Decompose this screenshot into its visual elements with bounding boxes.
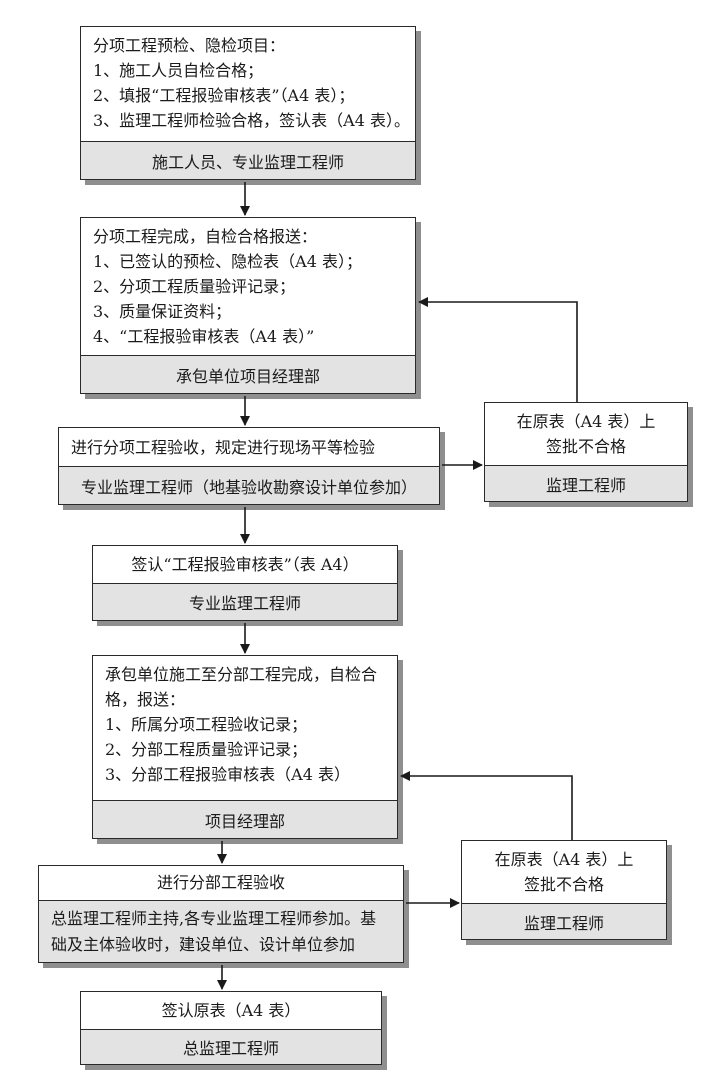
- step-box-content: 分项工程完成，自检合格报送： 1、已签认的预检、隐检表（A4 表）； 2、分项工…: [81, 218, 415, 355]
- step-box-subitem-precheck: 分项工程预检、隐检项目： 1、施工人员自检合格； 2、填报“工程报验审核表”（A…: [80, 26, 416, 180]
- step-line: 1、所属分项工程验收记录；: [105, 715, 308, 734]
- step-line: 进行分部工程验收: [156, 873, 285, 892]
- step-box-responsible: 项目经理部: [93, 800, 397, 838]
- step-line: 分项工程完成，自检合格报送：: [93, 227, 318, 246]
- step-line: 分项工程预检、隐检项目：: [93, 36, 286, 55]
- step-box-responsible: 施工人员、专业监理工程师: [81, 141, 415, 179]
- step-box-content: 进行分项工程验收，规定进行现场平等检验: [59, 428, 439, 466]
- step-line: 3、质量保证资料；: [93, 302, 232, 321]
- reject-box-content: 在原表（A4 表）上 签批不合格: [485, 403, 687, 465]
- step-box-responsible: 总监理工程师: [81, 1029, 381, 1064]
- step-box-sign-approval: 签认“工程报验审核表”（表 A4） 专业监理工程师: [92, 545, 398, 621]
- step-box-sign-original: 签认原表（A4 表） 总监理工程师: [80, 991, 382, 1065]
- step-line: 2、填报“工程报验审核表”（A4 表）；: [93, 86, 355, 105]
- step-line: 1、已签认的预检、隐检表（A4 表）；: [93, 252, 363, 271]
- reject-box-content: 在原表（A4 表）上 签批不合格: [462, 841, 666, 903]
- reject-box-responsible: 监理工程师: [485, 465, 687, 501]
- step-line: 签认原表（A4 表）: [161, 1001, 301, 1020]
- step-box-subitem-complete: 分项工程完成，自检合格报送： 1、已签认的预检、隐检表（A4 表）； 2、分项工…: [80, 217, 416, 394]
- step-line: 4、“工程报验审核表（A4 表）”: [93, 327, 315, 346]
- step-box-content: 签认“工程报验审核表”（表 A4）: [93, 546, 397, 583]
- step-box-responsible: 专业监理工程师（地基验收勘察设计单位参加）: [59, 466, 439, 504]
- step-line: 签认“工程报验审核表”（表 A4）: [131, 555, 359, 574]
- step-box-content: 分项工程预检、隐检项目： 1、施工人员自检合格； 2、填报“工程报验审核表”（A…: [81, 27, 415, 141]
- arrow-r2-b5: [400, 771, 573, 840]
- step-line: 3、监理工程师检验合格，签认表（A4 表）。: [93, 111, 411, 130]
- step-line: 1、施工人员自检合格；: [93, 61, 264, 80]
- step-line: 2、分项工程质量验评记录；: [93, 277, 296, 296]
- reject-line: 在原表（A4 表）上: [494, 850, 634, 869]
- step-box-division-acceptance: 进行分部工程验收 总监理工程师主持,各专业监理工程师参加。基础及主体验收时，建设…: [38, 865, 404, 963]
- reject-line: 在原表（A4 表）上: [516, 412, 656, 431]
- step-box-content: 承包单位施工至分部工程完成，自检合格，报送： 1、所属分项工程验收记录； 2、分…: [93, 656, 397, 800]
- reject-line: 签批不合格: [523, 875, 604, 894]
- step-line: 3、分部工程报验审核表（A4 表）: [105, 765, 351, 784]
- reject-box-responsible: 监理工程师: [462, 903, 666, 939]
- reject-box-subitem: 在原表（A4 表）上 签批不合格 监理工程师: [484, 402, 688, 502]
- step-line: 2、分部工程质量验评记录；: [105, 740, 308, 759]
- step-line: 进行分项工程验收，规定进行现场平等检验: [71, 437, 376, 457]
- reject-box-division: 在原表（A4 表）上 签批不合格 监理工程师: [461, 840, 667, 940]
- step-box-responsible: 专业监理工程师: [93, 583, 397, 620]
- step-box-responsible: 总监理工程师主持,各专业监理工程师参加。基础及主体验收时，建设单位、设计单位参加: [39, 900, 403, 962]
- arrow-r1-b2: [418, 297, 578, 402]
- step-box-content: 进行分部工程验收: [39, 866, 403, 900]
- step-box-responsible: 承包单位项目经理部: [81, 355, 415, 393]
- step-box-subitem-acceptance: 进行分项工程验收，规定进行现场平等检验 专业监理工程师（地基验收勘察设计单位参加…: [58, 427, 440, 505]
- reject-line: 签批不合格: [545, 437, 626, 456]
- step-box-division-complete: 承包单位施工至分部工程完成，自检合格，报送： 1、所属分项工程验收记录； 2、分…: [92, 655, 398, 839]
- step-box-content: 签认原表（A4 表）: [81, 992, 381, 1029]
- step-line: 承包单位施工至分部工程完成，自检合格，报送：: [105, 665, 378, 709]
